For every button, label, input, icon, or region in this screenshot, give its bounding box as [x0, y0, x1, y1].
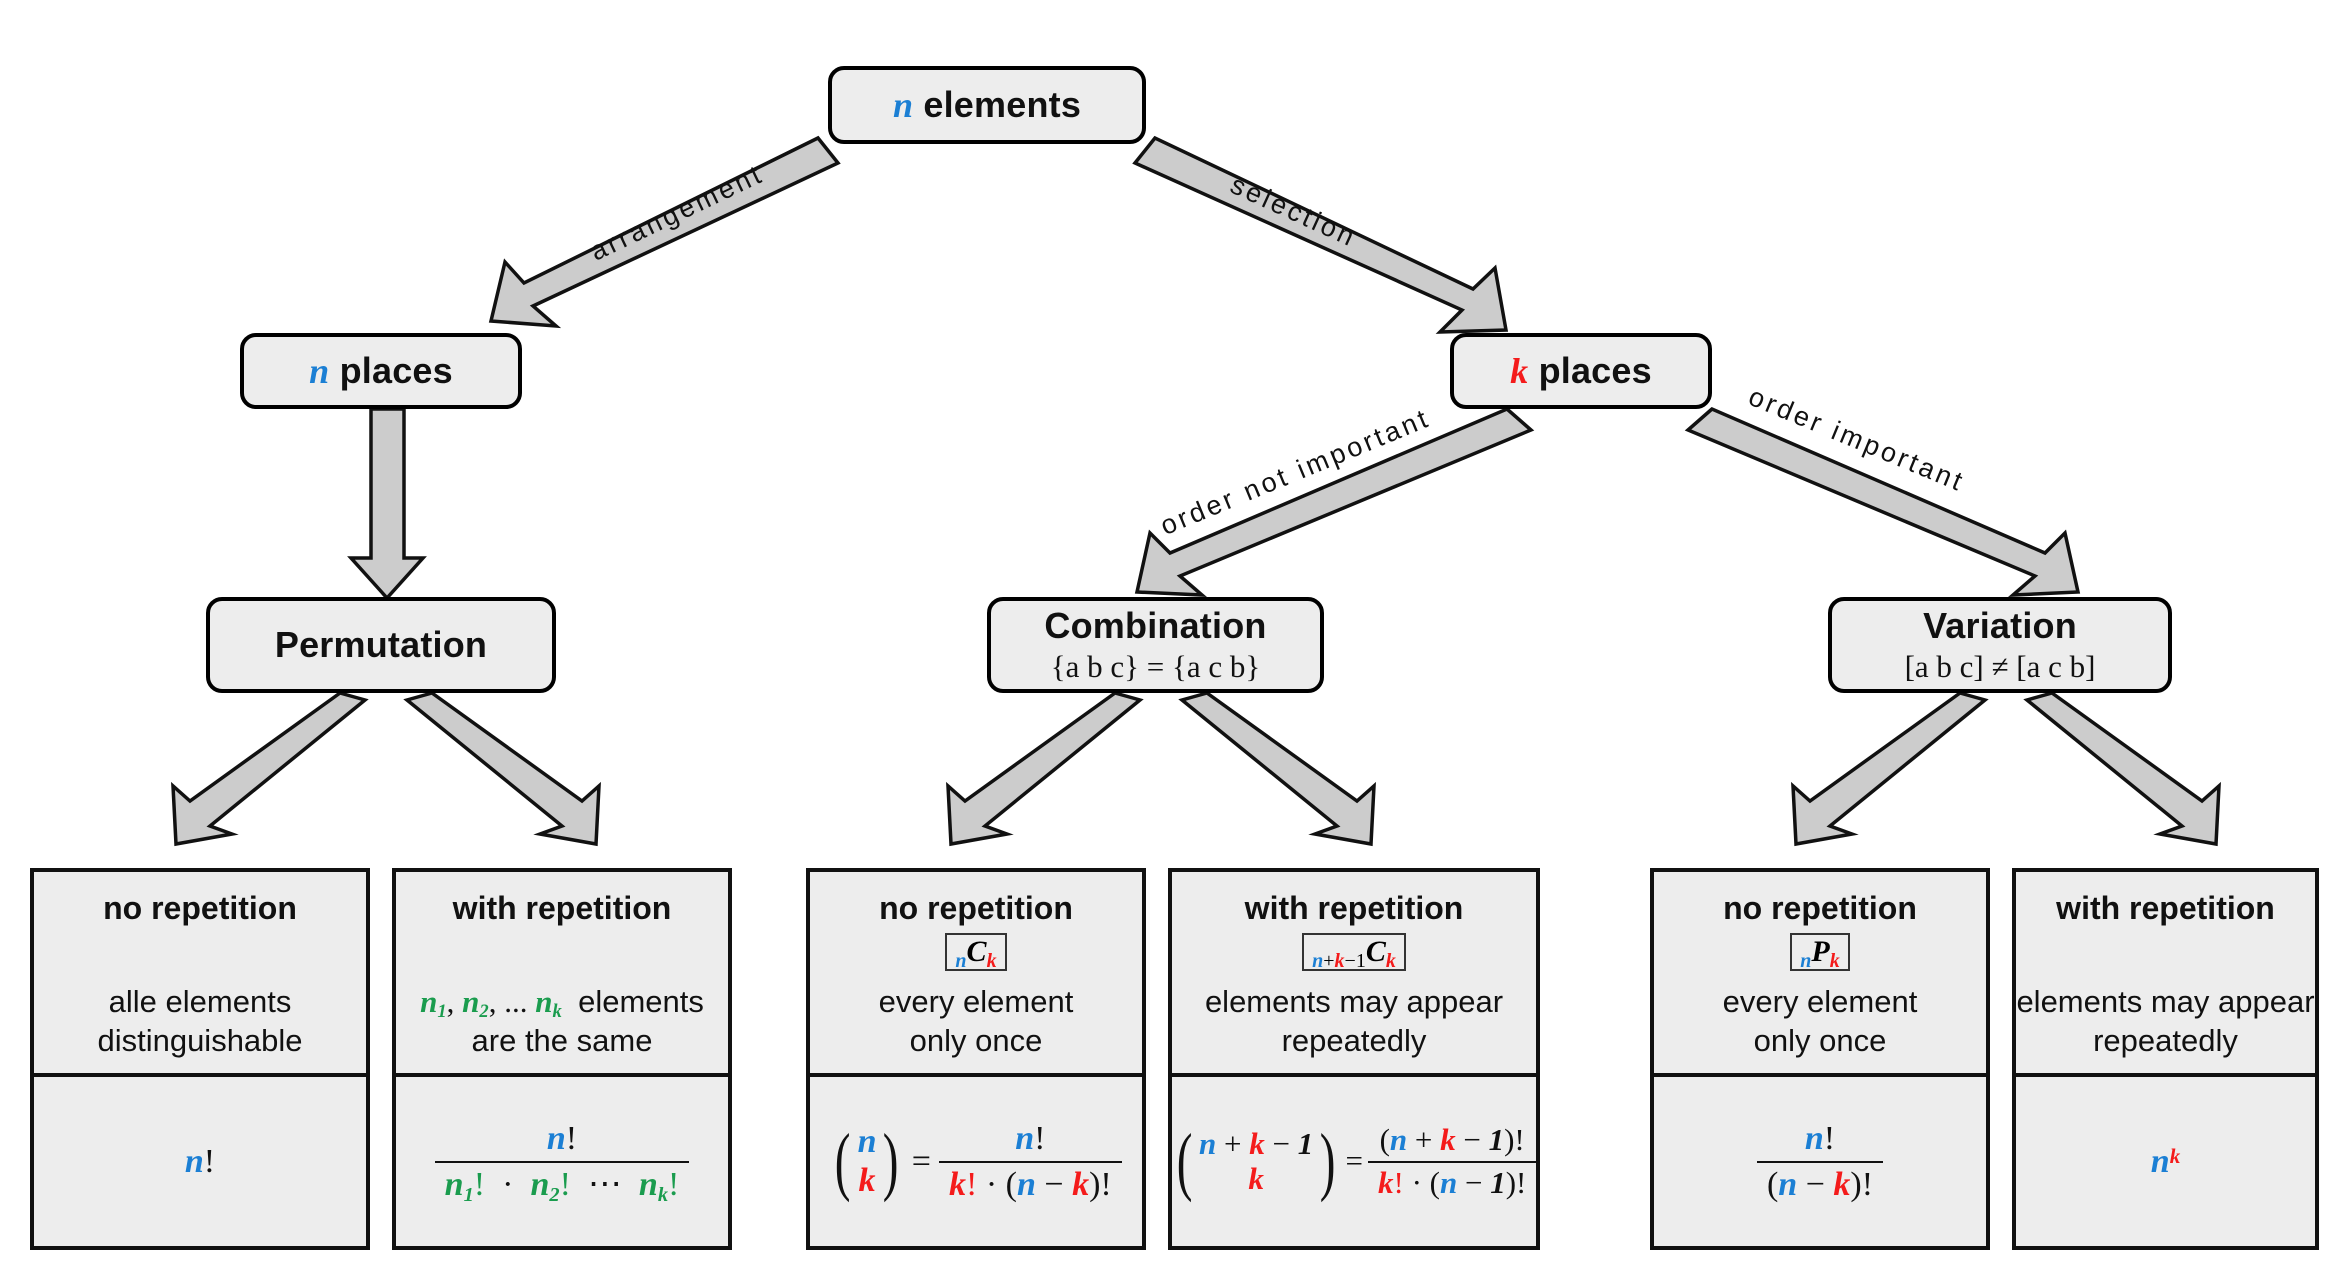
leaf-description: every element only once	[1654, 982, 1986, 1061]
formula-variation-no-repetition: n! (n − k)!	[1756, 1120, 1884, 1203]
node-n-places[interactable]: n places	[240, 333, 522, 409]
var-n: n	[892, 84, 914, 125]
leaf-heading: no repetition	[879, 890, 1073, 926]
leaf-description-line1: alle elements	[108, 983, 292, 1019]
leaf-description-line1: elements may appear	[2016, 983, 2315, 1019]
arrow-perm-withrep	[403, 691, 601, 847]
arrow-var-withrep	[2023, 691, 2221, 847]
node-permutation[interactable]: Permutation	[206, 597, 556, 693]
leaf-description-line2: repeatedly	[2093, 1023, 2238, 1059]
leaf-description-line1: elements may appear	[1204, 983, 1504, 1019]
leaf-heading: no repetition	[1723, 890, 1917, 926]
arrow-comb-withrep	[1178, 691, 1376, 847]
node-n-places-text: places	[339, 349, 453, 391]
leaf-upper: with repetition n+k−1Ck elements may app…	[1172, 872, 1536, 1077]
leaf-description-line1: n1, n2, ... nk elements	[420, 983, 704, 1023]
arrow-var-norep	[1791, 691, 1989, 847]
leaf-upper: with repetition n1, n2, ... nk elements …	[396, 872, 728, 1077]
notation-nPk: nPk	[1790, 932, 1850, 972]
node-combination[interactable]: Combination {a b c} = {a c b}	[987, 597, 1324, 693]
leaf-upper: no repetition alle elements distinguisha…	[34, 872, 366, 1077]
notation-n-plus-k-minus-1-C-k: n+k−1Ck	[1302, 932, 1406, 972]
node-variation[interactable]: Variation [a b c] ≠ [a c b]	[1828, 597, 2172, 693]
var-k: k	[1510, 350, 1529, 391]
edge-label-order-important: order important	[1744, 381, 1970, 498]
leaf-heading: with repetition	[1244, 890, 1464, 926]
leaf-description: alle elements distinguishable	[34, 982, 366, 1061]
node-variation-sub: [a b c] ≠ [a c b]	[1904, 648, 2096, 684]
leaf-heading: no repetition	[103, 890, 297, 926]
formula-n-power-k: nk	[2150, 1142, 2181, 1180]
leaf-lower: n!	[34, 1077, 366, 1246]
node-combination-label: Combination	[1044, 605, 1267, 647]
leaf-upper: no repetition nCk every element only onc…	[810, 872, 1142, 1077]
var-n: n	[309, 350, 330, 391]
leaf-heading: with repetition	[452, 890, 672, 926]
leaf-permutation-with-repetition[interactable]: with repetition n1, n2, ... nk elements …	[392, 868, 732, 1250]
edge-label-order-not-important: order not important	[1156, 402, 1435, 541]
node-n-places-label: n places	[309, 349, 453, 392]
arrow-comb-norep	[946, 691, 1144, 847]
leaf-description-line1: every element	[1722, 983, 1918, 1019]
formula-multiset-permutation: n! n1! · n2! ⋯ nk!	[434, 1120, 690, 1206]
arrow-perm-norep	[171, 691, 369, 847]
leaf-description-line2: are the same	[471, 1023, 653, 1059]
leaf-variation-with-repetition[interactable]: with repetition elements may appear repe…	[2012, 868, 2319, 1250]
node-variation-label: Variation	[1923, 605, 2077, 647]
leaf-heading: with repetition	[2056, 890, 2275, 926]
leaf-description-line2: repeatedly	[1281, 1023, 1427, 1059]
leaf-description: n1, n2, ... nk elements are the same	[396, 982, 728, 1061]
leaf-variation-no-repetition[interactable]: no repetition nPk every element only onc…	[1650, 868, 1990, 1250]
leaf-lower: n! n1! · n2! ⋯ nk!	[396, 1077, 728, 1246]
edge-label-arrangement: arrangement	[585, 158, 769, 267]
leaf-permutation-no-repetition[interactable]: no repetition alle elements distinguisha…	[30, 868, 370, 1250]
node-k-places-label: k places	[1510, 349, 1652, 392]
leaf-combination-no-repetition[interactable]: no repetition nCk every element only onc…	[806, 868, 1146, 1250]
formula-binomial-n-plus-k-minus-1: ( n + k − 1 k ) = (n + k − 1)! k! · (n −…	[1172, 1123, 1537, 1199]
leaf-description-line2: only once	[909, 1023, 1043, 1059]
node-k-places-text: places	[1538, 349, 1652, 391]
formula-n-factorial: n!	[184, 1142, 216, 1180]
edge-label-selection: selection	[1225, 169, 1362, 253]
arrow-permutation	[347, 407, 427, 601]
leaf-upper: no repetition nPk every element only onc…	[1654, 872, 1986, 1077]
leaf-description: every element only once	[810, 982, 1142, 1061]
leaf-upper: with repetition elements may appear repe…	[2016, 872, 2315, 1077]
leaf-description-line1: every element	[878, 983, 1074, 1019]
notation-nCk: nCk	[945, 932, 1007, 972]
node-k-places[interactable]: k places	[1450, 333, 1712, 409]
leaf-description: elements may appear repeatedly	[1172, 982, 1536, 1061]
leaf-lower: n! (n − k)!	[1654, 1077, 1986, 1246]
node-n-elements[interactable]: n elements	[828, 66, 1146, 144]
node-n-elements-label: n elements	[892, 83, 1082, 126]
leaf-description: elements may appear repeatedly	[2016, 982, 2315, 1061]
leaf-lower: nk	[2016, 1077, 2315, 1246]
node-combination-sub: {a b c} = {a c b}	[1050, 648, 1261, 684]
leaf-description-line2: only once	[1753, 1023, 1887, 1059]
leaf-description-line2: distinguishable	[97, 1023, 303, 1059]
leaf-combination-with-repetition[interactable]: with repetition n+k−1Ck elements may app…	[1168, 868, 1540, 1250]
leaf-lower: ( n + k − 1 k ) = (n + k − 1)! k! · (n −…	[1172, 1077, 1537, 1246]
node-permutation-label: Permutation	[274, 624, 488, 666]
node-n-elements-text: elements	[923, 83, 1082, 125]
